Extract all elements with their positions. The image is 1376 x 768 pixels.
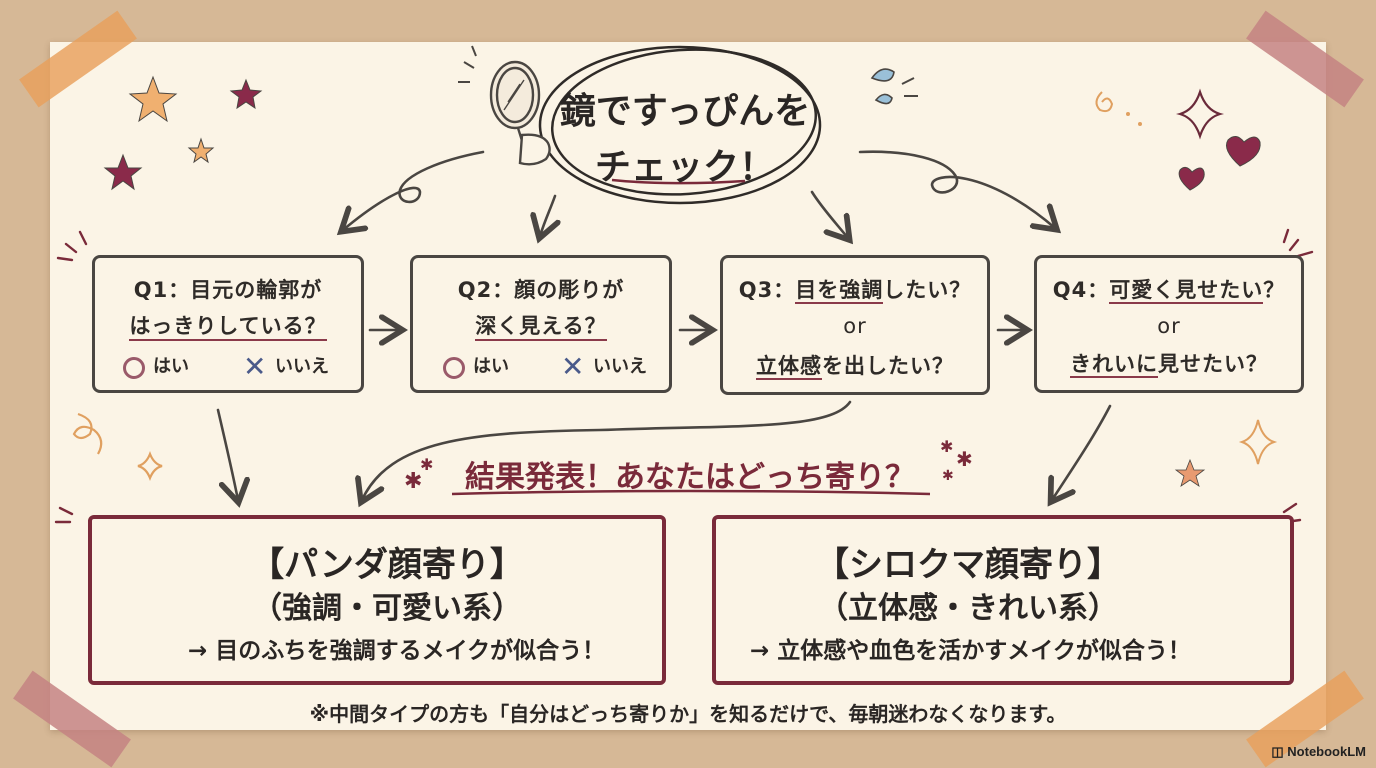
svg-text:✱: ✱ [956,447,973,471]
q3-line3-post: を出したい？ [822,354,954,378]
result-polar-bear-desc: → 立体感や血色を活かすメイクが似合う！ [750,638,1191,664]
swirl-sparkle-left [72,412,163,481]
no-cross-icon: ✕ [561,350,585,383]
result-polar-bear-title: 【シロクマ顔寄り】 [815,545,1121,585]
footnote: ※中間タイプの方も「自分はどっち寄りか」を知るだけで、毎朝迷わなくなります。 [309,702,1067,726]
q3-line3: 立体感を出したい？ [723,350,987,380]
q3-line1-emphasis: 目を強調 [795,278,884,304]
question-box-q4: Q4：可愛く見せたい？ or きれいに見せたい？ [1034,255,1304,393]
result-panda-desc: → 目のふちを強調するメイクが似合う！ [188,638,606,664]
q2-line2-wrap: 深く見える？ [413,310,669,341]
yes-circle-icon [443,357,465,379]
question-box-q2: Q2：顔の彫りが 深く見える？ はい ✕ いいえ [410,255,672,393]
q4-line3-emphasis: きれいに [1070,352,1158,378]
svg-text:✱: ✱ [942,468,954,484]
q1-line1: Q1：目元の輪郭が [133,278,323,302]
q1-yes-label: はい [153,356,189,377]
sweat-drops-icon [870,68,918,105]
q3-line1: Q3：目を強調したい？ [723,274,987,304]
brand-watermark: ◫ NotebookLM [1271,744,1366,760]
reveal-sparkles: ✱ ✱ ✱ ✱ ✱ [404,437,973,494]
question-box-q3: Q3：目を強調したい？ or 立体感を出したい？ [720,255,990,395]
q2-no-label: いいえ [593,356,647,377]
no-cross-icon: ✕ [243,350,267,383]
q1-no-label: いいえ [275,356,329,377]
q2-yes-label: はい [473,356,509,377]
q3-line1-pre: Q3： [738,278,796,302]
title-oval [538,45,822,205]
q4-or: or [1157,314,1181,338]
q4-line1: Q4：可愛く見せたい？ [1037,274,1301,304]
result-polar-bear: 【シロクマ顔寄り】 （立体感・きれい系） → 立体感や血色を活かすメイクが似合う… [712,515,1294,685]
svg-text:✱: ✱ [940,437,953,456]
brand-label: NotebookLM [1287,744,1366,759]
q4-line3-post: 見せたい？ [1158,352,1268,376]
q4-line3: きれいに見せたい？ [1037,348,1301,378]
q4-line1-emphasis: 可愛く見せたい [1109,278,1264,304]
notebook-icon: ◫ [1271,744,1288,759]
q2-line1: Q2：顔の彫りが [457,278,625,302]
result-polar-bear-subtitle: （立体感・きれい系） [818,591,1118,626]
result-panda-title: 【パンダ顔寄り】 [250,545,524,585]
q2-options: はい ✕ いいえ [413,350,669,384]
q3-line3-emphasis: 立体感 [756,354,822,380]
hearts-and-sparkles-top-right [1095,88,1261,191]
q1-line2: はっきりしている？ [129,314,327,341]
q3-or: or [843,314,867,338]
yes-circle-icon [123,357,145,379]
title-underline [611,178,746,185]
q2-line2: 深く見える？ [475,314,607,341]
title-line1: 鏡ですっぴんを [559,91,811,132]
q3-line1-post: したい？ [883,278,972,302]
svg-text:✱: ✱ [404,469,422,494]
result-panda: 【パンダ顔寄り】 （強調・可愛い系） → 目のふちを強調するメイクが似合う！ [88,515,666,685]
q4-line1-post: ？ [1263,278,1286,302]
sparkle-mid-right [1174,419,1278,487]
q4-line1-pre: Q4： [1052,278,1110,302]
stars-top-left [103,75,263,191]
result-panda-subtitle: （強調・可愛い系） [252,591,522,626]
title-line2: チェック！ [594,147,775,188]
svg-text:✱: ✱ [420,455,433,474]
q1-options: はい ✕ いいえ [95,350,361,384]
reveal-underline [451,489,931,496]
hand-mirror-icon [458,45,551,166]
title-bubble: 鏡ですっぴんを チェック！ [545,62,825,202]
q1-line2-wrap: はっきりしている？ [95,310,361,341]
question-box-q1: Q1：目元の輪郭が はっきりしている？ はい ✕ いいえ [92,255,364,393]
flow-arrows [216,150,1112,500]
result-reveal-heading: 結果発表！あなたはどっち寄り？ [465,460,915,495]
